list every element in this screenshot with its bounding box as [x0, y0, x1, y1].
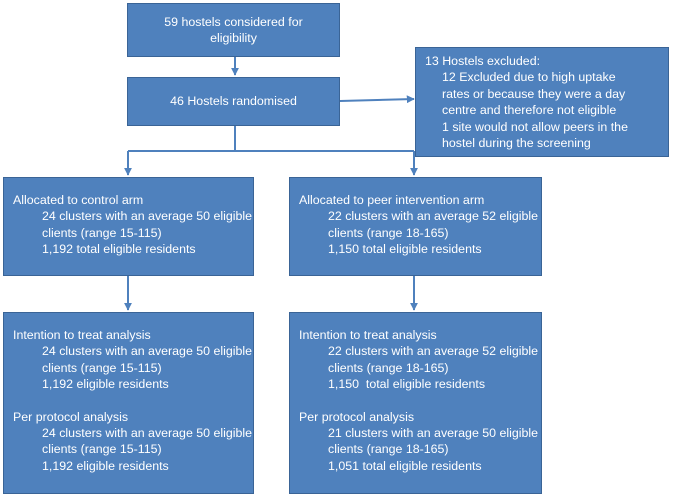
randomised-label: 46 Hostels randomised [170, 94, 297, 109]
peer-itt-item: 22 clusters with an average 52 eligible [328, 344, 539, 359]
control-itt-heading: Intention to treat analysis [13, 328, 151, 342]
excluded-item: hostel during the screening [442, 136, 591, 151]
control-pp-item: 1,192 eligible residents [42, 458, 169, 473]
box-peer-intervention-arm: Allocated to peer intervention arm 22 cl… [289, 177, 542, 276]
box-peer-analysis: Intention to treat analysis 22 clusters … [289, 312, 542, 494]
control-itt-item: clients (range 15-115) [42, 360, 162, 375]
control-pp-heading: Per protocol analysis [13, 409, 129, 424]
peer-arm-heading: Allocated to peer intervention arm [299, 193, 485, 207]
peer-itt-heading: Intention to treat analysis [299, 328, 437, 342]
control-arm-item: 1,192 total eligible residents [42, 242, 196, 257]
box-control-analysis: Intention to treat analysis 24 clusters … [3, 312, 254, 494]
peer-pp-item: clients (range 18-165) [328, 442, 449, 457]
connector-split [128, 126, 236, 152]
control-pp-item: clients (range 15-115) [42, 442, 162, 457]
control-itt-item: 24 clusters with an average 50 eligible [42, 344, 253, 359]
control-arm-heading: Allocated to control arm [13, 193, 144, 207]
excluded-item: rates or because they were a day [442, 86, 626, 101]
excluded-item: centre and therefore not eligible [442, 103, 617, 118]
arrow-randomised-to-excluded [339, 95, 415, 104]
peer-arm-item: clients (range 18-165) [328, 225, 449, 240]
peer-itt-item: 1,150 total eligible residents [328, 377, 486, 392]
excluded-item: 1 site would not allow peers in the [442, 119, 628, 134]
peer-pp-item: 21 clusters with an average 50 eligible [328, 426, 539, 441]
control-arm-item: 24 clusters with an average 50 eligible [42, 209, 253, 224]
considered-line-2: eligibility [210, 31, 257, 45]
control-arm-item: clients (range 15-115) [42, 225, 162, 240]
peer-pp-item: 1,051 total eligible residents [328, 458, 482, 473]
peer-pp-heading: Per protocol analysis [299, 409, 415, 424]
box-hostels-considered: 59 hostels considered for eligibility [127, 3, 340, 57]
considered-line-1: 59 hostels considered for [164, 14, 303, 29]
box-control-arm: Allocated to control arm 24 clusters wit… [3, 177, 254, 276]
peer-itt-item: clients (range 18-165) [328, 360, 449, 375]
peer-arm-item: 1,150 total eligible residents [328, 242, 482, 257]
excluded-item: 12 Excluded due to high uptake [442, 70, 616, 85]
excluded-heading: 13 Hostels excluded: [425, 54, 541, 68]
box-hostels-randomised: 46 Hostels randomised [127, 77, 340, 126]
control-pp-item: 24 clusters with an average 50 eligible [42, 426, 253, 441]
control-itt-item: 1,192 eligible residents [42, 377, 169, 392]
box-hostels-excluded: 13 Hostels excluded: 12 Excluded due to … [415, 47, 669, 157]
peer-arm-item: 22 clusters with an average 52 eligible [328, 209, 539, 224]
